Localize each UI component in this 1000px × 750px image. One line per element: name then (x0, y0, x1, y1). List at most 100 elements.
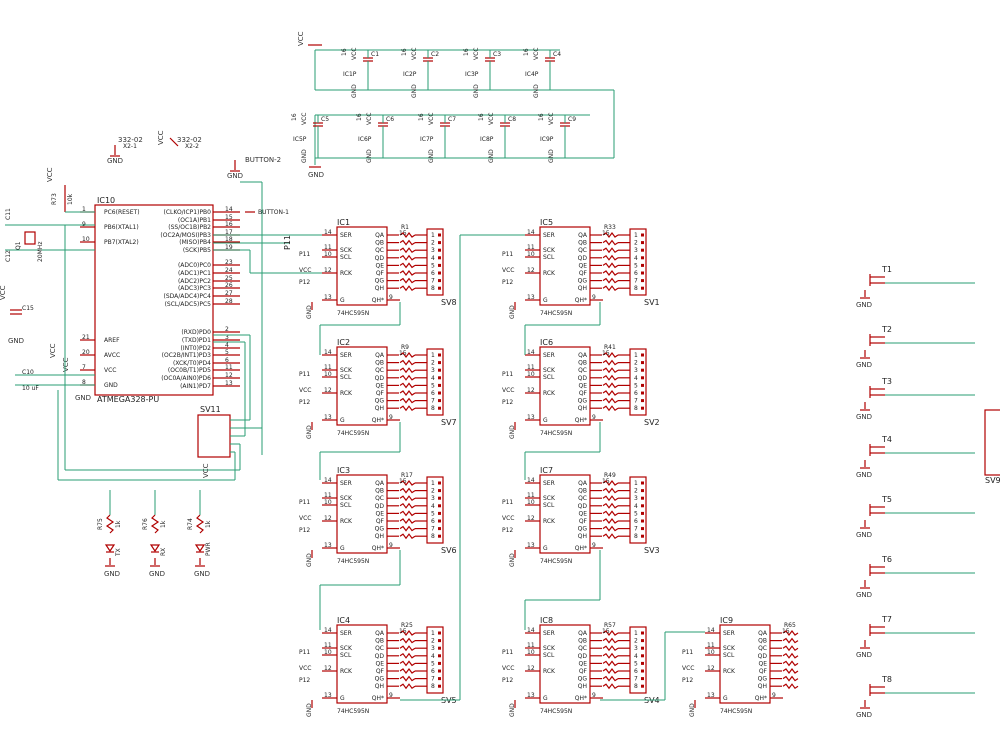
pin-label: QC (578, 367, 587, 374)
header-pin (641, 279, 644, 283)
pin-label: QG (578, 526, 588, 533)
header-pin-number: 1 (634, 232, 638, 239)
pin-number: 13 (324, 294, 332, 301)
ic-power-label: IC4P (525, 71, 539, 78)
resistor-name: R41 (604, 344, 616, 351)
resistor-symbol (399, 518, 416, 524)
sv9-header: SV9 (984, 409, 1000, 485)
cap-label: C3 (493, 51, 501, 58)
mcu-pin-number: 1 (82, 206, 86, 213)
resistor-name: R17 (401, 472, 413, 479)
header-pin (641, 654, 644, 658)
header-pin-number: 3 (634, 367, 638, 374)
header-pin (641, 368, 644, 372)
pin-label: G (340, 297, 345, 304)
qh-label: QH* (575, 417, 587, 424)
pin-number: 13 (324, 692, 332, 699)
resistor-symbol (602, 675, 619, 682)
net-p11: P11 (502, 499, 513, 506)
net-vcc: VCC (502, 267, 514, 274)
cap-label: C7 (448, 116, 456, 123)
svg-text:332-02: 332-02 (118, 136, 143, 144)
header-pin-number: 8 (431, 533, 435, 540)
resistor-symbol (602, 239, 619, 246)
header-body (629, 476, 647, 544)
gnd-label: GND (856, 651, 872, 659)
header-pin-number: 6 (634, 518, 638, 525)
pin-number: 12 (324, 515, 332, 522)
header-pin-number: 8 (634, 405, 638, 412)
pin-label: SCK (723, 645, 736, 652)
header-pin (641, 684, 644, 688)
svg-text:IC10: IC10 (97, 196, 115, 205)
gnd-label: GND (856, 711, 872, 719)
header-pin (438, 368, 441, 372)
pin-number: 15 (399, 628, 407, 635)
resistor-symbol (602, 397, 619, 404)
pin-number: 16 (341, 48, 348, 56)
resistor-symbol (602, 637, 619, 644)
resistor-symbol (399, 254, 416, 261)
pin-label: SCK (340, 367, 353, 374)
net-p11: P11 (299, 251, 310, 258)
mcu-pin-number: 23 (225, 259, 233, 266)
qh-label: QH* (372, 695, 384, 702)
pin-number: 10 (527, 251, 535, 258)
header-pin (438, 263, 441, 267)
svg-text:C11: C11 (5, 208, 12, 220)
pin-number: 15 (602, 350, 610, 357)
ic-name: IC2 (337, 338, 350, 347)
mcu-pin-label: (XCK/T0)PD4 (173, 360, 211, 367)
pin-label: SER (543, 232, 555, 239)
pin-label: G (543, 417, 548, 424)
mcu-pin-label: (ADC3)PC3 (178, 285, 211, 292)
pin-number: 15 (602, 478, 610, 485)
resistor-symbol (399, 239, 416, 246)
header-name: SV6 (441, 546, 457, 555)
pin-number: 14 (527, 229, 535, 236)
pin-number: 12 (324, 267, 332, 274)
pin-label: SER (543, 630, 555, 637)
ic-part: 74HC595N (337, 708, 369, 715)
ic-power-label: IC7P (420, 136, 434, 143)
header-pin (438, 661, 441, 665)
header-body (426, 348, 444, 416)
ic-part: 74HC595N (337, 430, 369, 437)
net-p11: P11 (299, 499, 310, 506)
pin-number: 11 (527, 364, 535, 371)
mcu-pin-label: (SCK)PB5 (183, 247, 211, 254)
header-pin-number: 4 (431, 255, 435, 262)
resistor-symbol (399, 502, 416, 509)
pin-number: 14 (527, 477, 535, 484)
resistor-symbol (399, 367, 416, 374)
pin-label: QH (375, 405, 384, 412)
mcu-pin-number: 12 (225, 372, 233, 379)
resistor-symbol (602, 533, 619, 540)
resistor-symbol (399, 495, 416, 502)
svg-text:C12: C12 (5, 250, 12, 262)
mcu-pin-number: 3 (225, 334, 229, 341)
pin-label: QB (578, 240, 587, 247)
pin-number: 14 (324, 477, 332, 484)
pin-number: 14 (324, 229, 332, 236)
ic-name: IC8 (540, 616, 553, 625)
resistor-symbol (602, 374, 619, 381)
connector-x2-2: 332-02 X2-2 VCC (157, 130, 202, 150)
pin-label: RCK (340, 518, 353, 525)
header-pin-number: 7 (431, 278, 435, 285)
header-pin (438, 631, 441, 635)
header-pin-number: 8 (431, 405, 435, 412)
mcu-pin-label: (SDA/ADC4)PC4 (164, 293, 212, 300)
pin-label: QG (375, 398, 385, 405)
pin-number: 12 (527, 267, 535, 274)
pin-label: QA (578, 352, 588, 359)
net-p12: P12 (502, 527, 513, 534)
pin-label: QH (578, 285, 587, 292)
pin-label: QH (578, 533, 587, 540)
led-symbol (104, 544, 116, 553)
ic-name: IC3 (337, 466, 350, 475)
mcu-pin-label: (OC0B/T1)PD5 (168, 367, 211, 374)
mcu-pin-label: (ADC2)PC2 (178, 278, 211, 285)
